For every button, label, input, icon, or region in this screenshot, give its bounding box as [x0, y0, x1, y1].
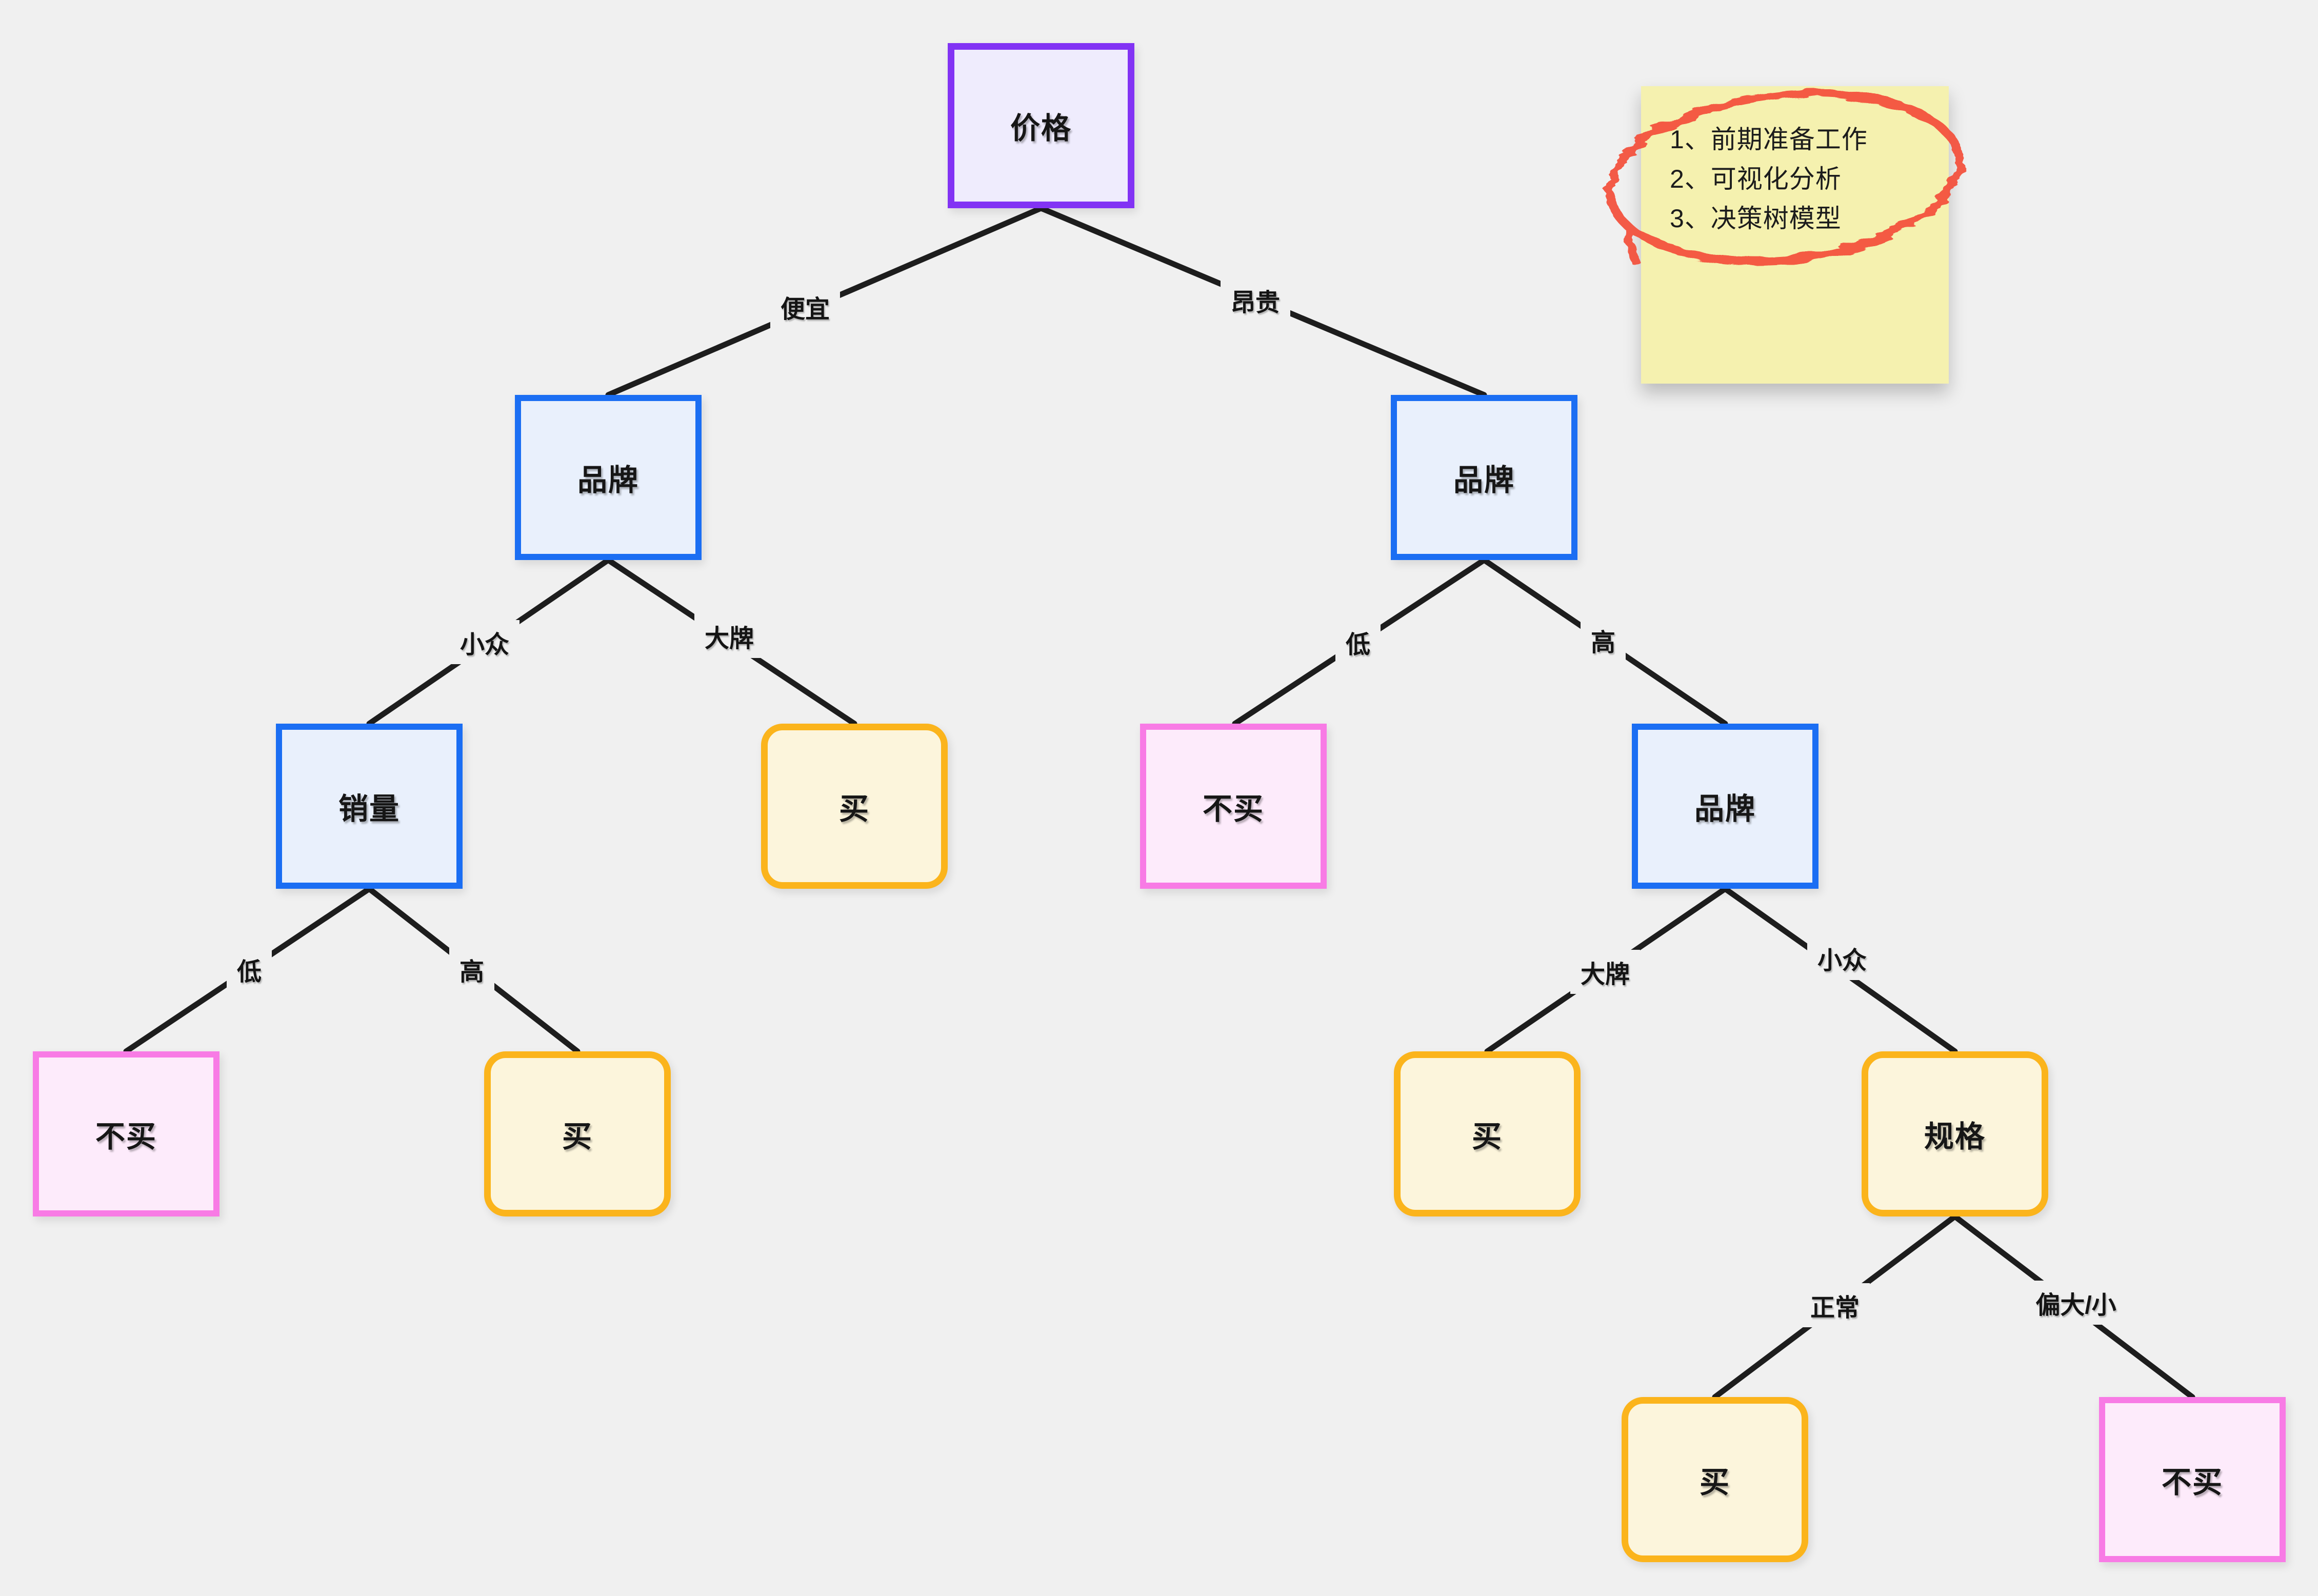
edge-label-low-left[interactable]: 低: [226, 947, 272, 991]
node-brand-left[interactable]: 品牌: [515, 395, 702, 560]
note-line-2: 2、可视化分析: [1670, 165, 1842, 193]
sticky-note-text: 1、前期准备工作 2、可视化分析 3、决策树模型: [1641, 86, 1949, 238]
node-buy-bottom-left[interactable]: 买: [484, 1051, 671, 1216]
edge-label-bigbrand-left[interactable]: 大牌: [694, 614, 765, 658]
node-buy-right[interactable]: 买: [1394, 1051, 1581, 1216]
node-nobuy-bottom-right[interactable]: 不买: [2099, 1397, 2286, 1562]
node-price-label: 价格: [1010, 112, 1072, 145]
note-line-3: 3、决策树模型: [1670, 204, 1842, 233]
edge-label-niche-left[interactable]: 小众: [449, 620, 520, 664]
node-buy-right-label: 买: [1471, 1120, 1503, 1153]
node-sales-label: 销量: [338, 792, 400, 826]
node-nobuy-bottom-right-label: 不买: [2161, 1466, 2223, 1499]
node-brand-left-label: 品牌: [577, 464, 639, 497]
node-brand-mid-right-label: 品牌: [1694, 792, 1756, 826]
node-brand-mid-right[interactable]: 品牌: [1632, 724, 1819, 889]
node-buy-mid-left[interactable]: 买: [761, 724, 948, 889]
edge-label-cheap[interactable]: 便宜: [770, 285, 841, 329]
note-line-1: 1、前期准备工作: [1670, 125, 1868, 154]
node-nobuy-mid-right-label: 不买: [1202, 792, 1264, 826]
node-nobuy-bottom-left-label: 不买: [95, 1120, 157, 1153]
node-brand-right-label: 品牌: [1453, 464, 1515, 497]
red-circle-annotation[interactable]: [1602, 77, 1968, 277]
edge-label-high-right[interactable]: 高: [1580, 618, 1626, 662]
node-nobuy-mid-right[interactable]: 不买: [1140, 724, 1327, 889]
node-spec[interactable]: 规格: [1862, 1051, 2048, 1216]
node-buy-bottom-right[interactable]: 买: [1622, 1397, 1808, 1562]
edge-label-high-left[interactable]: 高: [449, 947, 495, 991]
edge-label-bigbrand-right[interactable]: 大牌: [1570, 950, 1641, 994]
edge-label-low-right[interactable]: 低: [1335, 620, 1381, 664]
node-nobuy-bottom-left[interactable]: 不买: [33, 1051, 219, 1216]
edge-label-expensive[interactable]: 昂贵: [1220, 278, 1291, 322]
edge-label-niche-right[interactable]: 小众: [1807, 936, 1877, 980]
node-buy-bottom-left-label: 买: [562, 1120, 593, 1153]
node-buy-mid-left-label: 买: [838, 792, 870, 826]
edge-label-normal[interactable]: 正常: [1800, 1283, 1870, 1327]
edge-label-off-size[interactable]: 偏大/小: [2025, 1281, 2127, 1325]
node-sales[interactable]: 销量: [276, 724, 463, 889]
node-brand-right[interactable]: 品牌: [1391, 395, 1577, 560]
node-price[interactable]: 价格: [948, 43, 1134, 208]
node-spec-label: 规格: [1924, 1120, 1986, 1153]
red-circle-tail: [1625, 225, 1642, 267]
node-buy-bottom-right-label: 买: [1699, 1466, 1730, 1499]
